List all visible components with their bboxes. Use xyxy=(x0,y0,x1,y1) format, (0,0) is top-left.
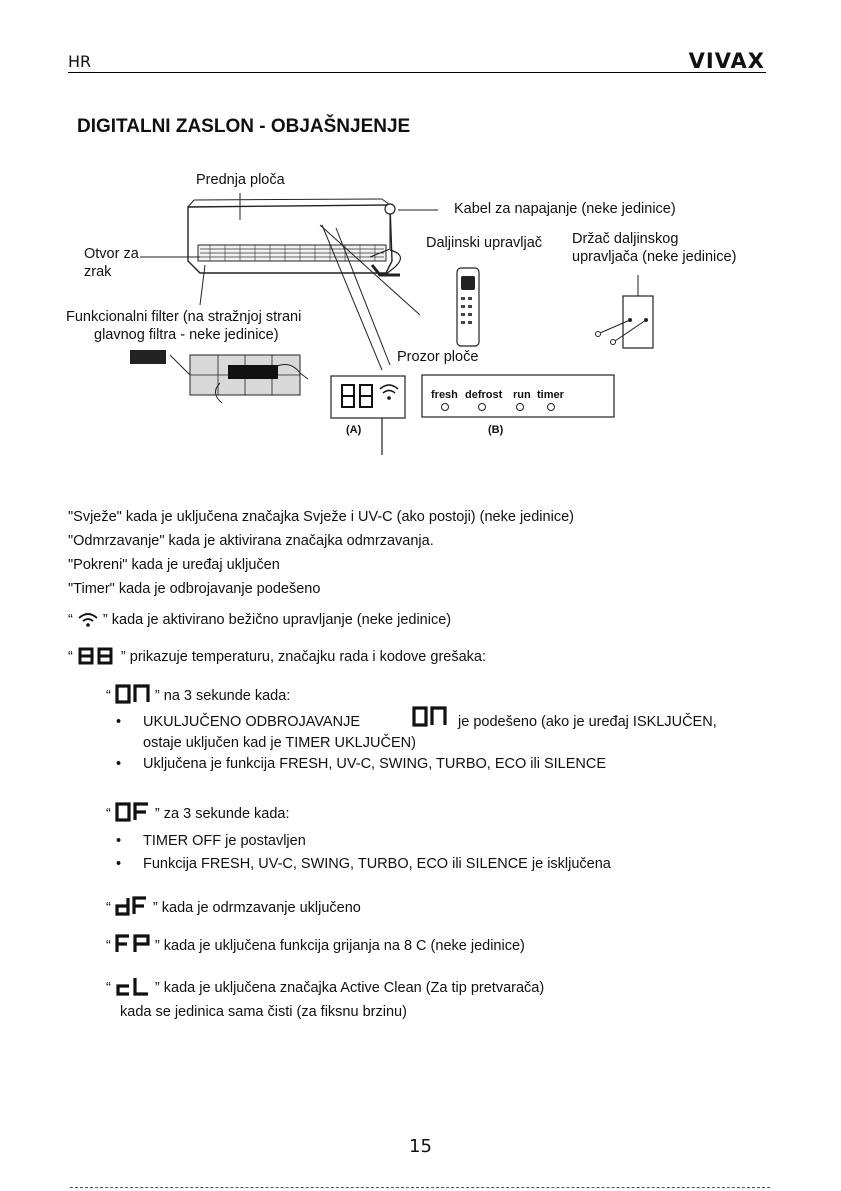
indicator-fresh-label: fresh xyxy=(431,389,458,401)
remote-holder-label-line1: Držač daljinskog xyxy=(572,231,679,247)
df-line: “ ” kada je odrmzavanje uključeno xyxy=(106,896,361,916)
digits-description: ” prikazuje temperaturu, značajku rada i… xyxy=(120,649,487,665)
fp-line: “ ” kada je uključena funkcija grijanja … xyxy=(106,934,525,954)
on-bullet-1-marker: • xyxy=(116,714,122,730)
unit-diagram xyxy=(60,165,780,465)
of-bullet-1-marker: • xyxy=(116,833,122,849)
of-intro-text: ” za 3 sekunde kada: xyxy=(154,806,290,822)
wifi-icon xyxy=(78,613,98,627)
footer-rule xyxy=(70,1187,770,1188)
on-intro-line: “ ” na 3 sekunde kada: xyxy=(106,684,290,704)
eight-eight-segment-icon xyxy=(78,647,113,665)
indicator-run-label: run xyxy=(513,389,531,401)
filter-label-line1: Funkcionalni filter (na stražnjoj strani xyxy=(66,309,302,325)
of-segment-icon xyxy=(115,802,148,822)
brand-logo: VIVAX xyxy=(688,49,765,73)
air-outlet-label-line1: Otvor za xyxy=(84,246,139,262)
of-bullet-1: TIMER OFF je postavljen xyxy=(143,833,306,849)
page-number: 15 xyxy=(409,1136,432,1157)
wifi-line: “ ” kada je aktivirano bežično upravljan… xyxy=(68,612,452,628)
indicator-timer-label: timer xyxy=(537,389,564,401)
timer-description: "Timer" kada je odbrojavanje podešeno xyxy=(68,581,321,597)
on-bullet-1c: ostaje uključen kad je TIMER UKLJUČEN) xyxy=(143,735,416,751)
fresh-description: "Svježe" kada je uključena značajka Svje… xyxy=(68,509,574,525)
front-panel-label: Prednja ploča xyxy=(196,172,285,188)
cl-description-2: kada se jedinica sama čisti (za fiksnu b… xyxy=(120,1004,407,1020)
page-title: DIGITALNI ZASLON - OBJAŠNJENJE xyxy=(77,116,411,137)
df-description: ” kada je odrmzavanje uključeno xyxy=(152,900,361,916)
language-code: HR xyxy=(68,52,92,71)
cl-line: “ ” kada je uključena značajka Active Cl… xyxy=(106,976,544,996)
on-segment-icon-inline xyxy=(412,706,447,727)
display-b-label: (B) xyxy=(488,424,504,436)
on-bullet-2-marker: • xyxy=(116,756,122,772)
air-outlet-label-line2: zrak xyxy=(84,264,112,280)
indicator-defrost-label: defrost xyxy=(465,389,503,401)
cl-description: ” kada je uključena značajka Active Clea… xyxy=(154,980,545,996)
remote-label: Daljinski upravljač xyxy=(426,235,543,251)
df-segment-icon xyxy=(115,896,146,916)
run-description: "Pokreni" kada je uređaj uključen xyxy=(68,557,280,573)
unit-illustration xyxy=(130,193,654,455)
fp-description: ” kada je uključena funkcija grijanja na… xyxy=(154,938,525,954)
remote-holder-label-line2: upravljača (neke jedinice) xyxy=(572,249,737,265)
on-bullet-2: Uključena je funkcija FRESH, UV-C, SWING… xyxy=(143,756,607,772)
of-bullet-2: Funkcija FRESH, UV-C, SWING, TURBO, ECO … xyxy=(143,856,611,872)
wifi-description: ” kada je aktivirano bežično upravljanje… xyxy=(102,612,452,628)
on-segment-icon xyxy=(115,684,150,704)
filter-label-line2: glavnog filtra - neke jedinice) xyxy=(94,327,279,343)
power-cable-label: Kabel za napajanje (neke jedinice) xyxy=(454,201,676,217)
on-bullet-1a: UKULJUČENO ODBROJAVANJE xyxy=(143,714,360,730)
digits-line: “ ” prikazuje temperaturu, značajku rada… xyxy=(68,647,487,665)
cl-segment-icon xyxy=(116,978,148,996)
panel-window-label: Prozor ploče xyxy=(397,349,479,365)
fp-segment-icon xyxy=(115,934,150,952)
of-intro-line: “ ” za 3 sekunde kada: xyxy=(106,802,290,822)
header-rule xyxy=(68,72,766,73)
of-bullet-2-marker: • xyxy=(116,856,122,872)
defrost-description: "Odmrzavanje" kada je aktivirana značajk… xyxy=(68,533,434,549)
display-a-label: (A) xyxy=(346,424,362,436)
on-intro-text: ” na 3 sekunde kada: xyxy=(154,688,291,704)
on-bullet-1b: je podešeno (ako je uređaj ISKLJUČEN, xyxy=(458,714,717,730)
